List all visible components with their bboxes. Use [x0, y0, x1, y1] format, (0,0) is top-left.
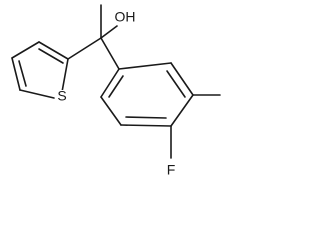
bond-benzene-c6-c1 — [100, 68, 120, 98]
molecule-structure-diagram: OH S F — [11, 4, 221, 178]
bond-central-carbon-to-oh — [100, 25, 118, 39]
bond-thiophene-c3-c4 — [11, 41, 40, 59]
bond-benzene-c2-c3-inner — [166, 70, 186, 98]
bond-central-carbon-to-benzene — [100, 37, 120, 70]
bond-thiophene-c5-s — [19, 89, 55, 99]
bond-benzene-c3-c4 — [170, 94, 194, 127]
bond-benzene-c1-c2 — [118, 62, 172, 70]
bond-thiophene-s-c2 — [61, 58, 69, 93]
hydroxyl-label: OH — [115, 9, 136, 25]
bond-thiophene-c2-c3-inner — [38, 48, 64, 64]
bond-benzene-c4-c5-inner — [125, 116, 167, 119]
bond-central-carbon-to-thiophene — [67, 37, 102, 60]
bond-thiophene-c2-c3 — [38, 41, 69, 60]
bond-benzene-c6-c1-inner — [108, 75, 124, 98]
sulfur-label-background — [56, 90, 68, 105]
bond-benzene-c5-c6 — [100, 96, 122, 126]
bond-thiophene-c4-c5-inner — [18, 60, 27, 87]
bond-thiophene-c4-c5 — [11, 57, 21, 91]
bond-benzene-c4-c5 — [120, 124, 172, 127]
bond-benzene-c2-c3 — [170, 62, 194, 96]
sulfur-label: S — [57, 88, 66, 104]
fluorine-label: F — [167, 162, 176, 178]
